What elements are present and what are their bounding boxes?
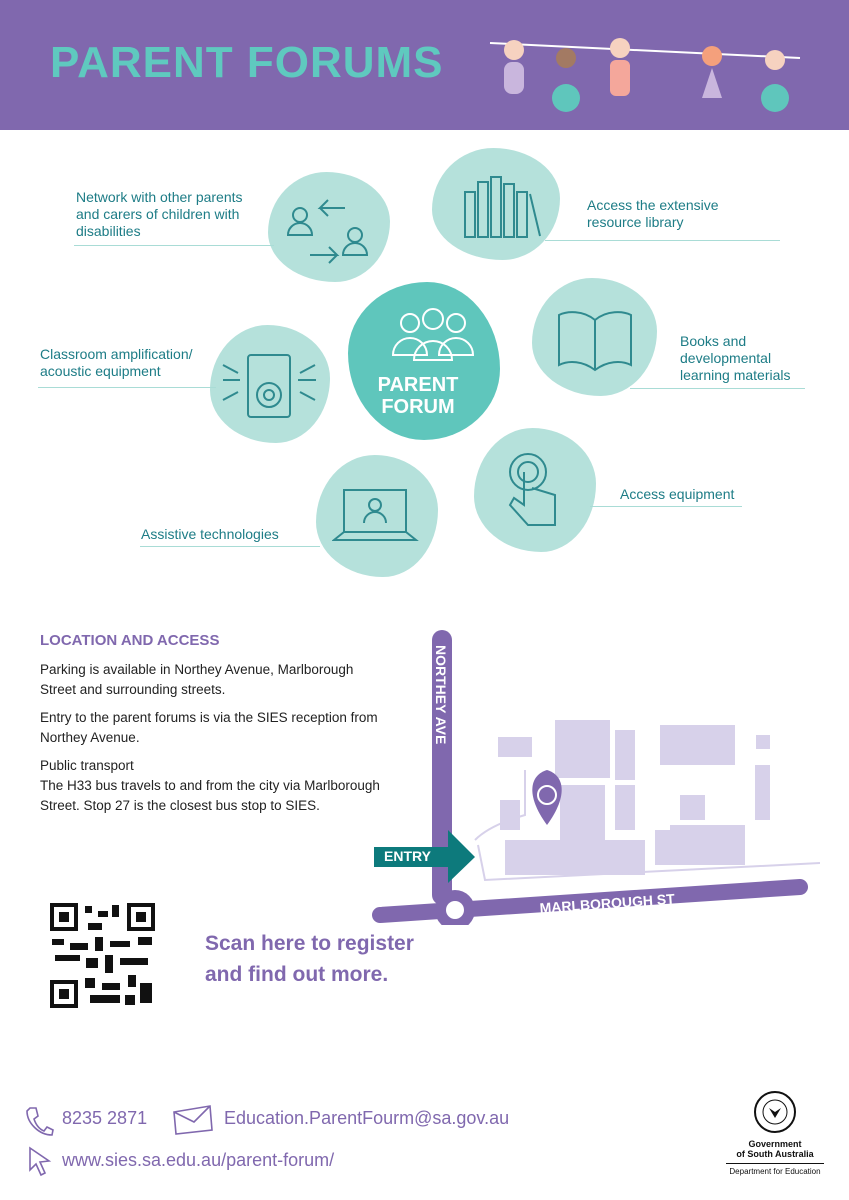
equipment-blob (474, 428, 596, 552)
sa-seal-icon (754, 1091, 796, 1133)
register-line1: Scan here to register (205, 932, 414, 955)
transport-text: The H33 bus travels to and from the city… (40, 778, 380, 813)
location-heading: LOCATION AND ACCESS (40, 632, 220, 649)
qr-code[interactable] (50, 903, 155, 1008)
register-cta: Scan here to register and find out more. (205, 928, 414, 990)
divider (38, 387, 216, 388)
people-illustration (489, 38, 801, 112)
email-link[interactable]: Education.ParentFourm@sa.gov.au (224, 1108, 510, 1128)
open-book-icon (558, 311, 632, 372)
benefit-library: Access the extensive resource library (587, 197, 719, 230)
location-map: ENTRY NORTHEY AVE MARLBOROUGH ST (372, 630, 820, 925)
entry-label: ENTRY (384, 848, 432, 864)
network-blob (268, 172, 390, 282)
benefit-assistive: Assistive technologies (141, 526, 279, 542)
speaker-icon (222, 354, 316, 418)
logo-line2: of South Australia (726, 1149, 824, 1164)
header-banner: PARENT FORUMS (0, 0, 849, 130)
gov-sa-logo: Government of South Australia Department… (720, 1090, 830, 1176)
touch-icon (508, 453, 556, 526)
benefit-access-equipment: Access equipment (620, 486, 735, 502)
network-icon (286, 199, 369, 264)
books-shelf-icon (464, 176, 541, 238)
marlborough-st-label: MARLBOROUGH ST (539, 891, 676, 916)
logo-line3: Department for Education (729, 1167, 821, 1176)
entry-text: Entry to the parent forums is via the SI… (40, 710, 378, 745)
group-icon (391, 308, 475, 361)
phone-icon (26, 1107, 54, 1136)
benefit-books: Books and developmental learning materia… (680, 333, 791, 383)
divider (630, 388, 805, 389)
website-link[interactable]: www.sies.sa.edu.au/parent-forum/ (62, 1150, 335, 1170)
divider (140, 546, 320, 547)
library-blob (432, 148, 560, 260)
parking-text: Parking is available in Northey Avenue, … (40, 662, 354, 697)
benefit-network: Network with other parents and carers of… (76, 189, 243, 239)
center-line2: FORUM (381, 396, 455, 418)
page-title: PARENT FORUMS (50, 38, 444, 87)
northey-ave-label: NORTHEY AVE (433, 645, 449, 744)
transport-heading: Public transport (40, 758, 134, 773)
cursor-icon (29, 1146, 52, 1177)
laptop-icon (332, 489, 419, 541)
assistive-blob (316, 455, 438, 577)
center-line1: PARENT (377, 374, 459, 396)
email-icon (173, 1105, 213, 1135)
divider (74, 245, 274, 246)
benefit-amplification: Classroom amplification/ acoustic equipm… (40, 346, 193, 379)
logo-line1: Government (748, 1139, 802, 1149)
divider (590, 506, 742, 507)
register-line2: and find out more. (205, 963, 389, 986)
phone-number[interactable]: 8235 2871 (62, 1108, 148, 1128)
divider (545, 240, 780, 241)
